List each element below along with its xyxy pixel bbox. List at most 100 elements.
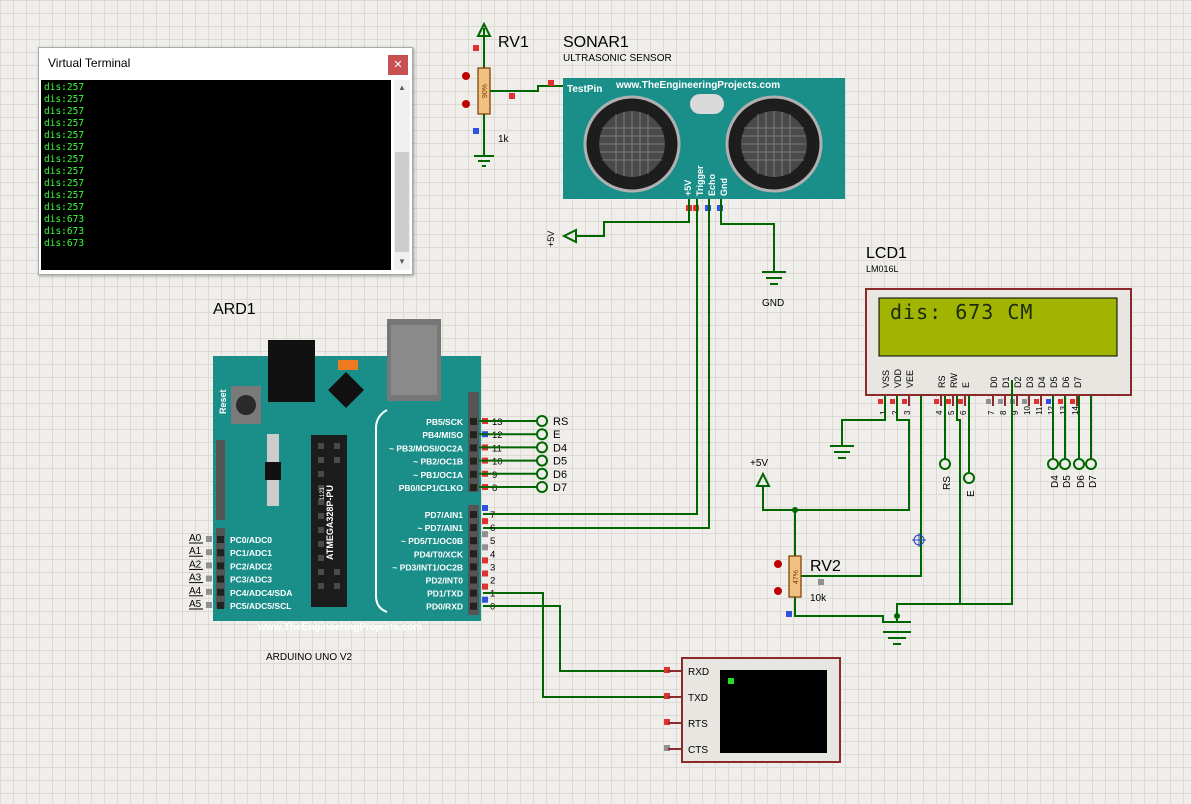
arduino-analog-num: A3 bbox=[189, 573, 202, 584]
scroll-thumb[interactable] bbox=[395, 152, 409, 252]
rv2-ref: RV2 bbox=[810, 558, 841, 575]
sonar-sensor[interactable] bbox=[563, 78, 845, 199]
arduino-pin-name: PD2/INT0 bbox=[426, 576, 464, 586]
arduino-pin-name: ~ PB2/OC1B bbox=[413, 457, 463, 467]
arduino-pin-socket bbox=[470, 444, 477, 452]
lcd-pin-label: D0 bbox=[989, 376, 999, 388]
arduino-pin-number: 11 bbox=[492, 443, 502, 454]
lcd-pin-number: 4 bbox=[935, 410, 944, 415]
scroll-down-icon[interactable]: ▼ bbox=[398, 257, 406, 266]
lcd-pin-number: 11 bbox=[1035, 406, 1044, 415]
virtual-terminal-component[interactable] bbox=[664, 657, 841, 763]
lcd-pin-marker bbox=[878, 399, 883, 404]
vertical-scrollbar[interactable]: ▲ ▼ bbox=[394, 80, 410, 270]
lcd-type: LM016L bbox=[866, 264, 899, 274]
arduino-pin-number: 10 bbox=[492, 457, 503, 468]
net-terminal-icon bbox=[536, 415, 548, 427]
arduino-ref: ARD1 bbox=[213, 301, 256, 318]
rv1-value: 1k bbox=[498, 134, 510, 145]
arduino-pin-name: ~ PB1/OC1A bbox=[413, 470, 463, 480]
lcd-pin-label: D6 bbox=[1061, 376, 1071, 388]
probe-crosshair-icon[interactable] bbox=[912, 533, 926, 547]
arduino-pin-number: 7 bbox=[490, 510, 495, 521]
arduino-pin-name: PD4/T0/XCK bbox=[414, 549, 464, 559]
net-terminal-icon bbox=[536, 454, 548, 467]
arduino-model: ARDUINO UNO V2 bbox=[266, 652, 353, 663]
lcd-pin-label: VSS bbox=[881, 370, 891, 388]
arduino-pin-number: 9 bbox=[492, 470, 497, 481]
lcd-pin-marker bbox=[998, 399, 1003, 404]
rv2-potentiometer[interactable] bbox=[774, 555, 824, 617]
sonar-pin-gnd: Gnd bbox=[719, 178, 729, 196]
lcd-pin-marker bbox=[934, 399, 939, 404]
arduino-pin-marker bbox=[482, 596, 488, 603]
arduino-pin-name: ~ PB3/MOSI/OC2A bbox=[389, 443, 463, 453]
lcd-bottom-d7: D7 bbox=[1088, 475, 1099, 488]
terminal-line: dis:257 bbox=[44, 166, 85, 177]
arduino-chip-num: 1121 bbox=[320, 486, 326, 500]
lcd-pin-number: 12 bbox=[1047, 406, 1056, 415]
lcd-pin-marker bbox=[1022, 399, 1027, 404]
arduino-net-label: D6 bbox=[553, 469, 567, 481]
rv1-ref: RV1 bbox=[498, 34, 529, 51]
lcd-bottom-d4: D4 bbox=[1050, 475, 1061, 488]
terminal-line: dis:257 bbox=[44, 106, 85, 117]
arduino-pin-name: ~ PD5/T1/OC0B bbox=[401, 536, 463, 546]
virtual-terminal-window[interactable]: Virtual Terminal ✕ dis:257 dis:257 dis:257… bbox=[38, 47, 413, 275]
arduino-pin-number: 8 bbox=[492, 483, 497, 494]
rv1-potentiometer[interactable]: 90% bbox=[462, 21, 563, 167]
lcd-pin-label: D5 bbox=[1049, 376, 1059, 388]
arduino-pin-socket bbox=[470, 550, 477, 558]
lcd-pin-number: 1 bbox=[879, 410, 888, 415]
arduino-net-label: D4 bbox=[553, 442, 567, 454]
terminal-line: dis:673 bbox=[44, 226, 85, 237]
lcd-pin-marker bbox=[946, 399, 951, 404]
rv1-percent: 90% bbox=[482, 84, 489, 98]
arduino-analog-num: A0 bbox=[189, 533, 202, 544]
lcd-wires bbox=[755, 380, 1092, 645]
arduino-pin-name: ~ PD7/AIN1 bbox=[417, 523, 463, 533]
lcd-net-terminals bbox=[939, 458, 1097, 484]
scroll-up-icon[interactable]: ▲ bbox=[398, 83, 406, 92]
arduino-board[interactable] bbox=[213, 319, 481, 621]
serial-wires bbox=[483, 592, 682, 698]
net-terminal-icon bbox=[536, 481, 548, 493]
arduino-pin-marker bbox=[482, 531, 488, 538]
lcd-pin-marker bbox=[902, 399, 907, 404]
rv2-percent: 47% bbox=[793, 570, 800, 584]
arduino-website: www.TheEngineeringProjects.com bbox=[257, 622, 422, 633]
arduino-analog-name: PC4/ADC4/SDA bbox=[230, 588, 292, 598]
arduino-pin-number: 6 bbox=[490, 523, 495, 534]
vcc-top-label: +5V bbox=[546, 231, 556, 247]
vterm-pin-cts: CTS bbox=[688, 745, 708, 756]
lcd-pin-number: 6 bbox=[959, 410, 968, 415]
arduino-pin-number: 4 bbox=[490, 549, 495, 560]
lcd-pin-number: 3 bbox=[903, 410, 912, 415]
lcd-display[interactable] bbox=[865, 288, 1132, 396]
net-terminal-icon bbox=[536, 467, 548, 480]
arduino-pin-socket bbox=[217, 575, 224, 583]
sonar-ref: SONAR1 bbox=[563, 34, 629, 51]
close-icon[interactable]: ✕ bbox=[388, 55, 408, 75]
arduino-analog-name: PC2/ADC2 bbox=[230, 561, 272, 571]
lcd-pin-number: 5 bbox=[947, 410, 956, 415]
sonar-pin-markers bbox=[686, 205, 723, 211]
lcd-pin-marker bbox=[986, 399, 991, 404]
terminal-line: dis:257 bbox=[44, 130, 85, 141]
lcd-pin-number: 7 bbox=[987, 410, 996, 415]
arduino-pin-socket bbox=[217, 549, 224, 557]
lcd-pin-number: 9 bbox=[1011, 410, 1020, 415]
arduino-pin-marker bbox=[482, 518, 488, 525]
vterm-pin-rts: RTS bbox=[688, 719, 708, 730]
window-titlebar[interactable]: Virtual Terminal ✕ bbox=[39, 48, 412, 79]
terminal-line: dis:257 bbox=[44, 190, 85, 201]
sonar-pin-trigger: Trigger bbox=[695, 165, 705, 196]
arduino-pin-marker bbox=[206, 602, 212, 608]
arduino-pin-marker bbox=[206, 562, 212, 569]
sonar-wires bbox=[483, 199, 786, 529]
arduino-net-label: D5 bbox=[553, 456, 567, 468]
